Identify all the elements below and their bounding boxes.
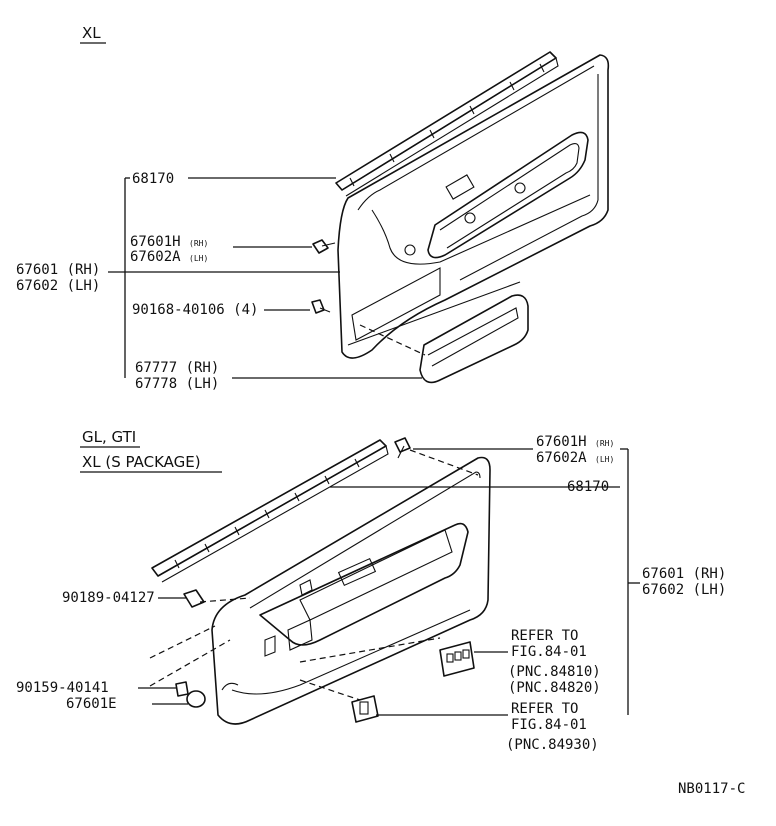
- label-67601h-top: 67601H: [130, 234, 181, 250]
- bottom-header-xl-s-package: XL (S PACKAGE): [82, 453, 201, 471]
- label-67601e: 67601E: [66, 696, 117, 712]
- label-67777: 67777 (RH): [135, 360, 219, 376]
- bottom-moulding-strip: [151, 439, 389, 583]
- top-door-pocket: [359, 294, 529, 384]
- bottom-cap-67601e: [186, 690, 206, 708]
- label-67602a-top: 67602A: [130, 249, 181, 265]
- label-67602a-bottom-suffix: (LH): [595, 455, 614, 464]
- bottom-clip-67601h: [394, 437, 411, 459]
- top-header-xl: XL: [82, 24, 101, 42]
- label-ref2-line2: FIG.84-01: [511, 717, 587, 733]
- top-section: XL: [16, 24, 610, 392]
- label-67601-top: 67601 (RH): [16, 262, 100, 278]
- top-moulding-strip: [335, 51, 559, 197]
- bottom-screw-90159: [175, 681, 189, 697]
- label-67602a-top-suffix: (LH): [189, 254, 208, 263]
- switch-unit-84810: [439, 641, 475, 677]
- figure-code: NB0117-C: [678, 781, 745, 797]
- label-67602-top: 67602 (LH): [16, 278, 100, 294]
- label-ref1-line2: FIG.84-01: [511, 644, 587, 660]
- bottom-clip-90189: [183, 589, 205, 608]
- bottom-header-gl-gti: GL, GTI: [82, 428, 136, 446]
- top-clip-67601h: [312, 239, 336, 254]
- label-67601-bottom: 67601 (RH): [642, 566, 726, 582]
- label-90189: 90189-04127: [62, 590, 155, 606]
- label-68170-top: 68170: [132, 171, 174, 187]
- label-90159: 90159-40141: [16, 680, 109, 696]
- label-90168: 90168-40106 (4): [132, 302, 258, 318]
- label-67601h-bottom: 67601H: [536, 434, 587, 450]
- bottom-door-trim-panel: [211, 456, 491, 725]
- switch-unit-84930: [351, 695, 379, 723]
- label-67601h-top-suffix: (RH): [189, 239, 208, 248]
- label-67602a-bottom: 67602A: [536, 450, 587, 466]
- label-68170-bottom: 68170: [567, 479, 609, 495]
- label-67602-bottom: 67602 (LH): [642, 582, 726, 598]
- label-67778: 67778 (LH): [135, 376, 219, 392]
- label-ref2-line1: REFER TO: [511, 701, 578, 717]
- label-ref1-line3: (PNC.84810): [508, 664, 601, 680]
- bottom-section: GL, GTI XL (S PACKAGE): [16, 428, 726, 753]
- top-screw-90168: [311, 299, 331, 314]
- label-ref1-line1: REFER TO: [511, 628, 578, 644]
- label-ref1-line4: (PNC.84820): [508, 680, 601, 696]
- label-67601h-bottom-suffix: (RH): [595, 439, 614, 448]
- top-door-trim-panel: [337, 54, 610, 359]
- label-ref2-line3: (PNC.84930): [506, 737, 599, 753]
